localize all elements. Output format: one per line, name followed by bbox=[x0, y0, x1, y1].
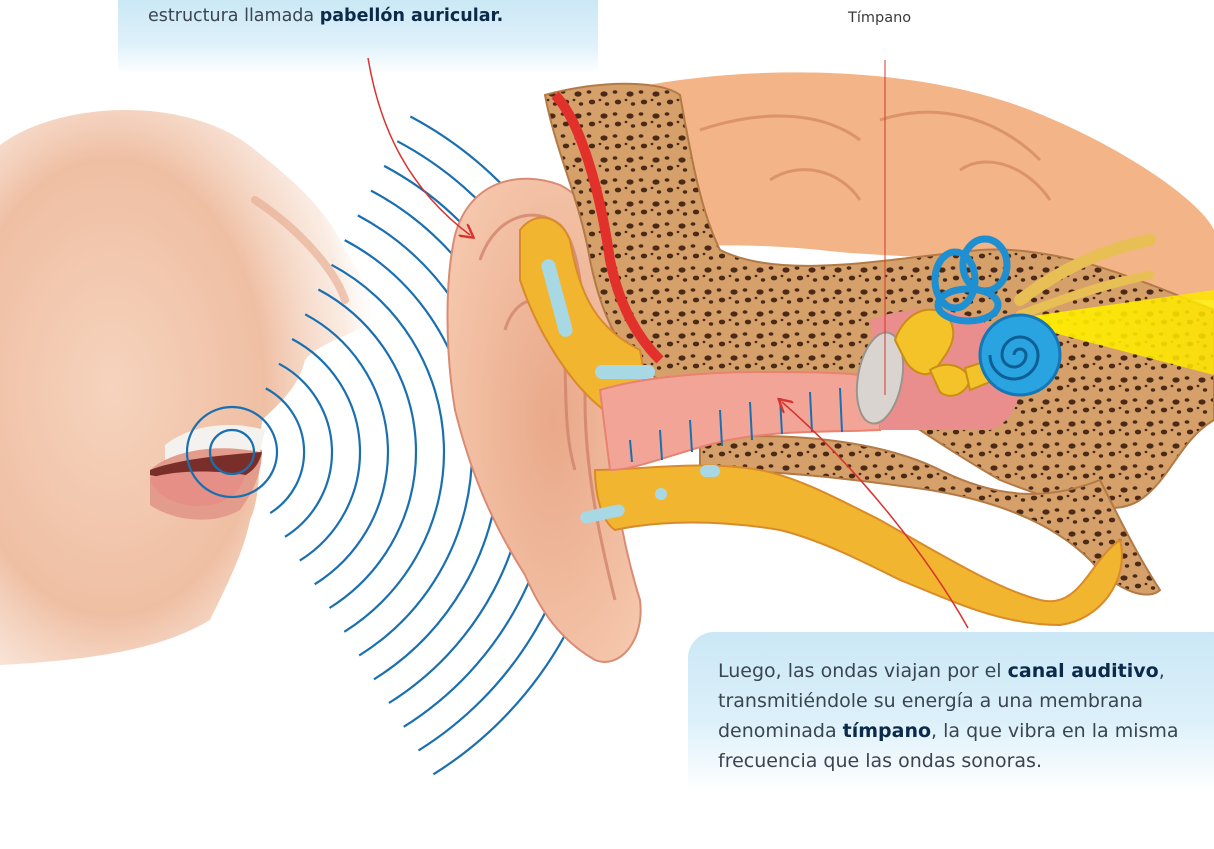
sound-wave-arc bbox=[305, 314, 388, 584]
keyword-timpano: tímpano bbox=[843, 720, 931, 742]
caption-line-1: Luego, las ondas viajan por el canal aud… bbox=[718, 656, 1214, 686]
caption-text: , bbox=[1159, 660, 1165, 682]
caption-text: Luego, las ondas viajan por el bbox=[718, 660, 1008, 682]
caption-line-4: frecuencia que las ondas sonoras. bbox=[718, 746, 1214, 776]
keyword-canal-auditivo: canal auditivo bbox=[1008, 660, 1159, 682]
caption-text: , la que vibra en la misma bbox=[931, 720, 1179, 742]
sound-wave-arc bbox=[292, 339, 360, 561]
tympanum-label: Tímpano bbox=[848, 10, 911, 26]
cochlea-icon bbox=[980, 315, 1060, 395]
canal-caption-box: Luego, las ondas viajan por el canal aud… bbox=[688, 632, 1214, 792]
mouth-face-icon bbox=[0, 110, 372, 665]
caption-text: denominada bbox=[718, 720, 843, 742]
pointer-arrow-icon bbox=[368, 58, 470, 235]
caption-line-2: transmitiéndole su energía a una membran… bbox=[718, 686, 1214, 716]
caption-line-3: denominada tímpano, la que vibra en la m… bbox=[718, 716, 1214, 746]
